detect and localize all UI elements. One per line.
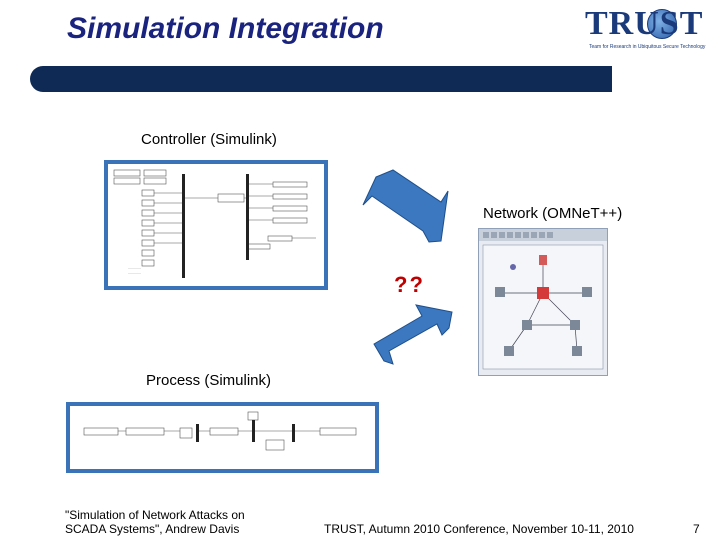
slide-title: Simulation Integration xyxy=(67,12,384,45)
bidirectional-arrow-icon xyxy=(362,169,453,365)
citation-line-2: SCADA Systems", Andrew Davis xyxy=(65,522,240,536)
header-bar xyxy=(30,66,612,92)
controller-block-diagram: -------------------------- xyxy=(113,169,316,278)
citation-line-1: "Simulation of Network Attacks on xyxy=(65,508,245,522)
svg-text:-------------: ------------- xyxy=(128,271,141,275)
trust-logo: TRUST Team for Research in Ubiquitous Se… xyxy=(585,5,715,55)
controller-label: Controller (Simulink) xyxy=(141,131,277,148)
conference-footer: TRUST, Autumn 2010 Conference, November … xyxy=(324,522,634,536)
controller-simulink-screenshot: -------------------------- xyxy=(104,160,328,290)
svg-text:-------------: ------------- xyxy=(128,266,141,270)
network-topology-diagram xyxy=(479,229,607,370)
network-omnet-screenshot xyxy=(478,228,608,376)
logo-subtitle: Team for Research in Ubiquitous Secure T… xyxy=(589,44,706,50)
process-label: Process (Simulink) xyxy=(146,372,272,389)
process-simulink-screenshot xyxy=(66,402,379,473)
globe-icon xyxy=(647,9,677,39)
process-block-diagram xyxy=(83,411,357,451)
network-label: Network (OMNeT++) xyxy=(483,205,623,222)
page-number: 7 xyxy=(693,522,700,536)
logo-text: TRUST xyxy=(585,5,704,42)
question-marks: ?? xyxy=(394,272,425,297)
